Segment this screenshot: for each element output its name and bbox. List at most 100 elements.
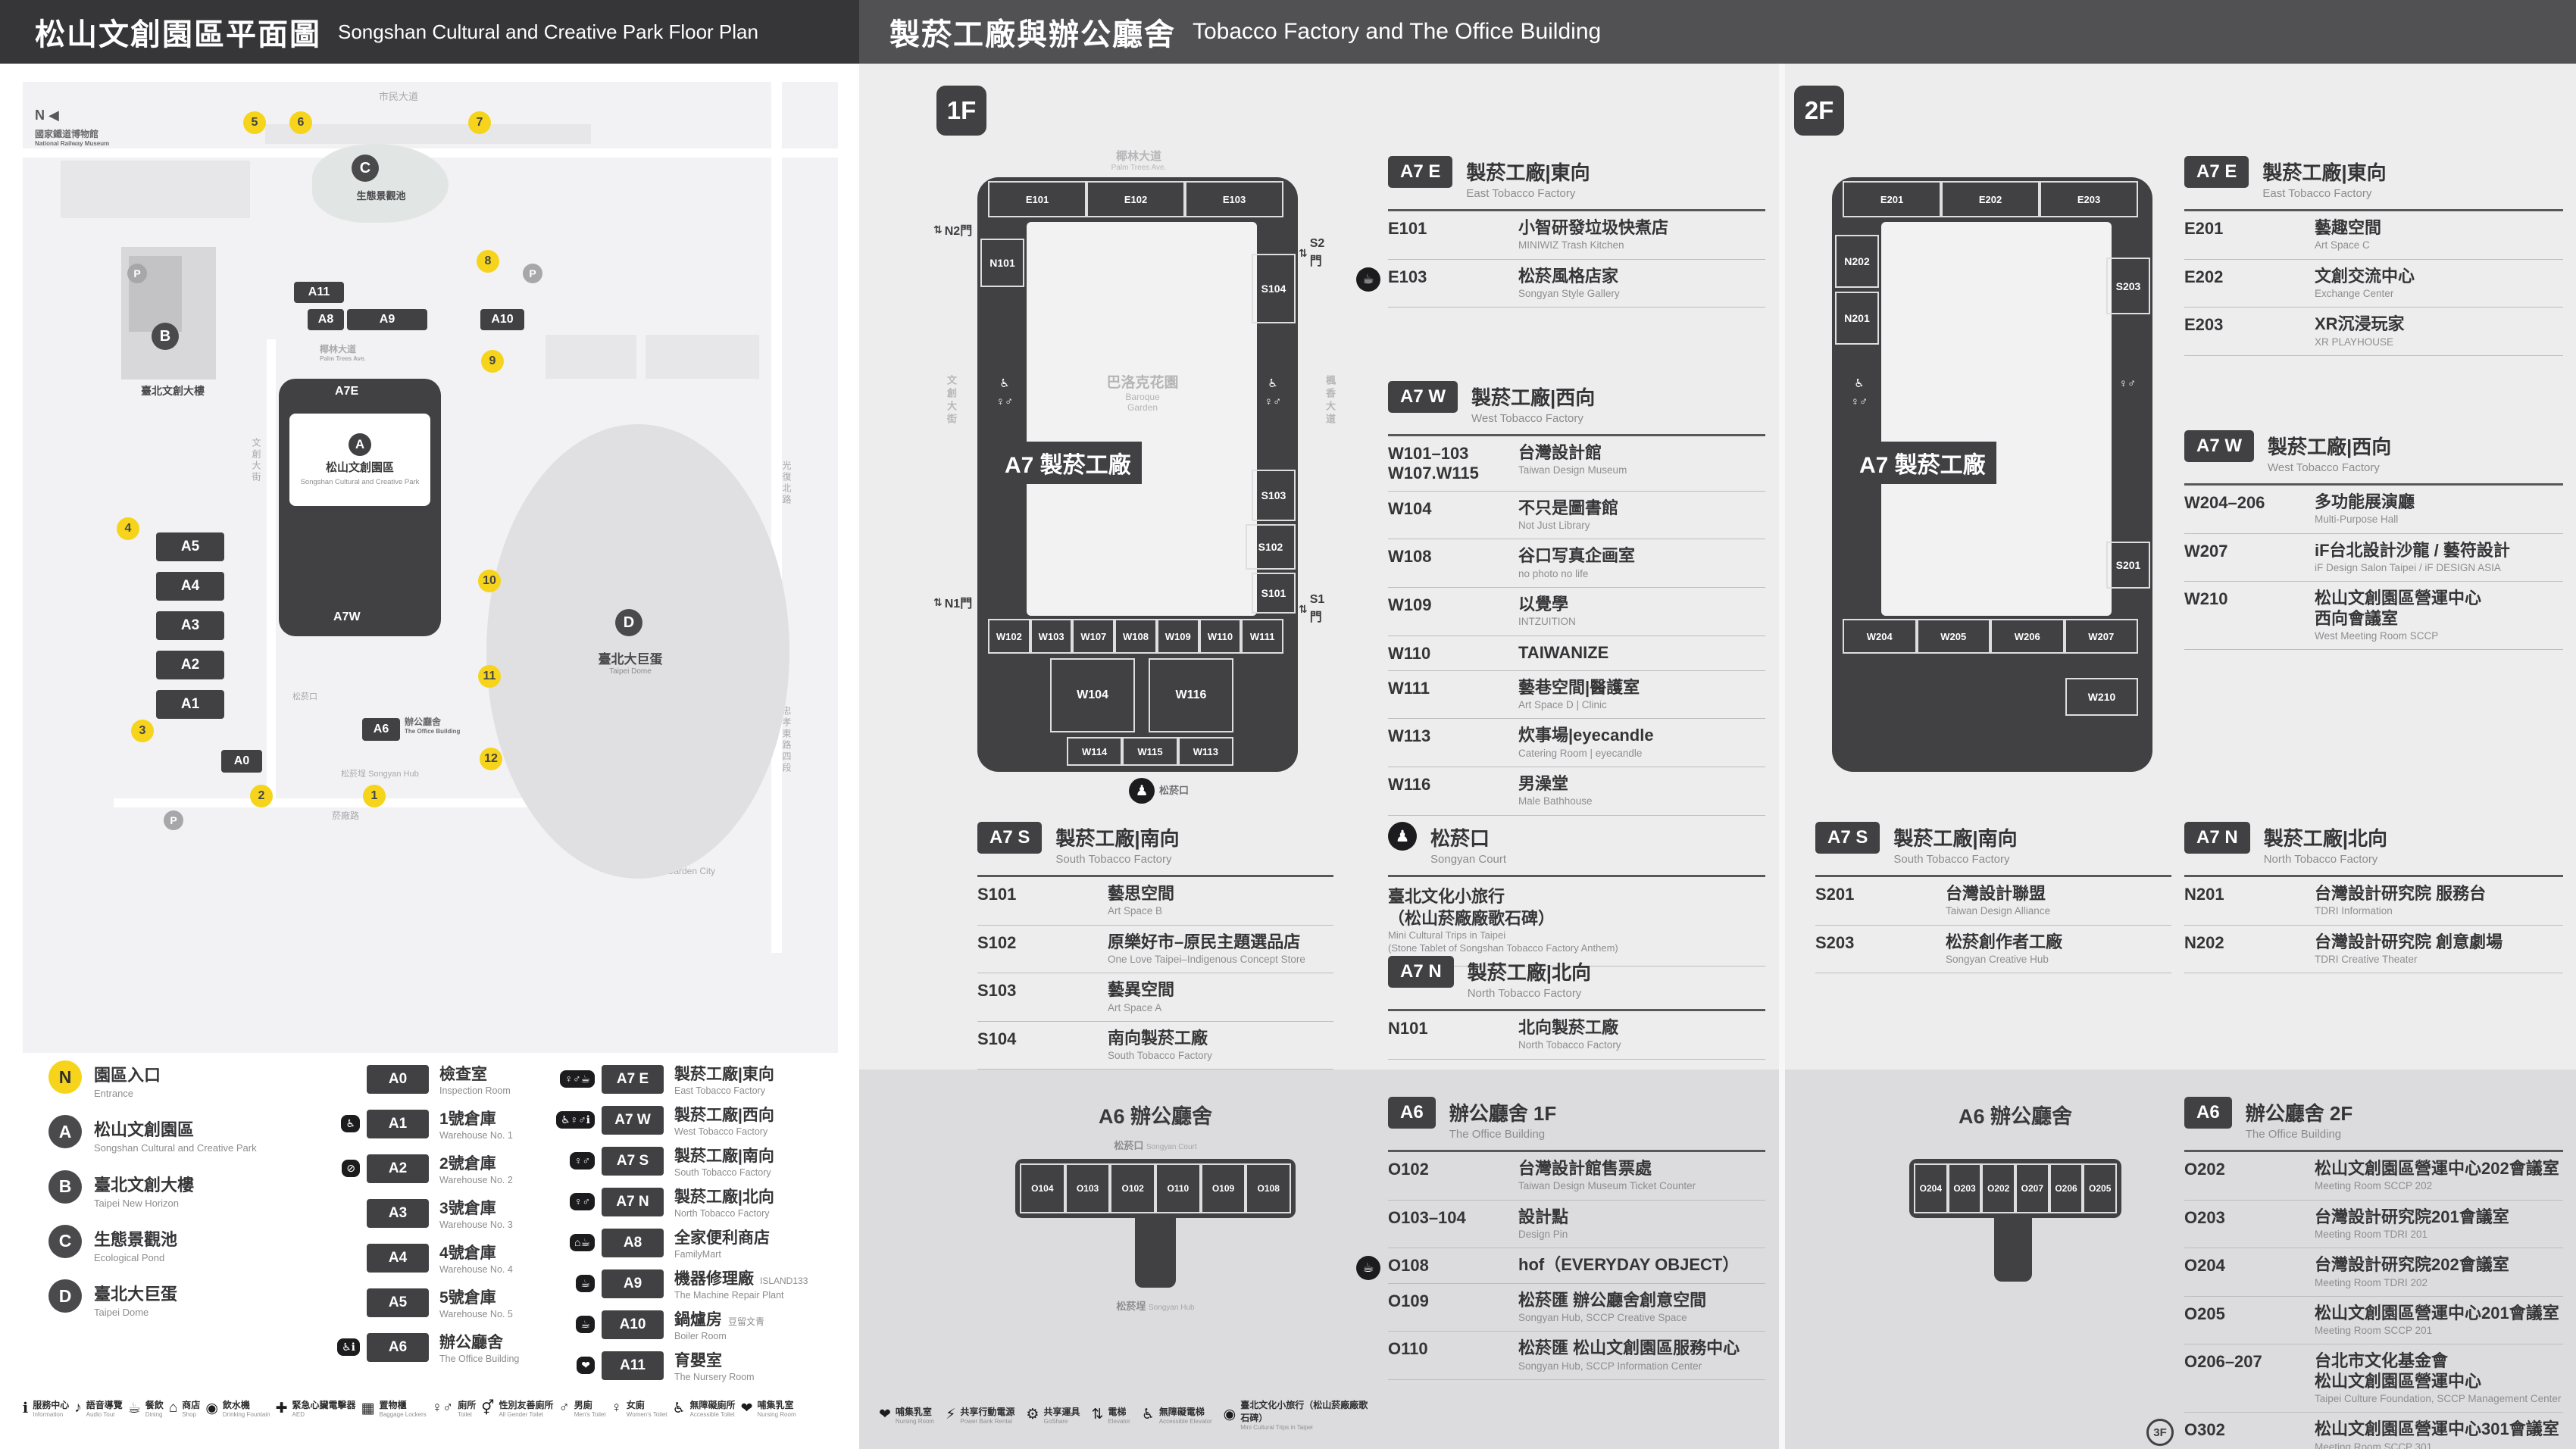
room-name-en: Art Space C — [2315, 239, 2370, 251]
legend-block-row: ♀♂☕ A7 E 製菸工廠|東向 East Tobacco Factory — [552, 1062, 851, 1096]
facility-zh: 無障礙電梯 — [1158, 1406, 1205, 1417]
legend-letter-circle: B — [48, 1170, 82, 1204]
facility-en: Mini Cultural Trips in Taipei — [1240, 1424, 1313, 1431]
legend-zh: 園區入口 — [94, 1066, 161, 1085]
room-name-en: North Tobacco Factory — [1518, 1039, 1621, 1051]
facility-label: 飲水機 Drinking Fountain — [223, 1398, 270, 1418]
songyan-court-label: 松菸口 Songyan Court — [1114, 1140, 1197, 1151]
court-item-zh2: （松山菸廠廠歌石碑） — [1388, 908, 1555, 928]
legend-circle-row: D 臺北大巨蛋 Taipei Dome — [48, 1279, 310, 1319]
room-name: 多功能展演廳 Multi-Purpose Hall — [2315, 492, 2415, 526]
facility-item: ▦ 置物櫃 Baggage Lockers — [361, 1398, 427, 1418]
room-name-zh: 藝巷空間|醫護室 — [1518, 677, 1640, 697]
road-guangfu — [771, 82, 782, 953]
facility-zh: 共享行動電源 — [960, 1406, 1015, 1417]
pin-b-new-horizon: B — [152, 323, 179, 350]
gate-n2: ⇅N2門 — [933, 223, 973, 239]
room-row: N202 台灣設計研究院 創意劇場 TDRI Creative Theater — [2184, 926, 2563, 974]
park-info-box: A 松山文創園區 Songshan Cultural and Creative … — [289, 414, 430, 506]
room-name-zh: 藝趣空間 — [2315, 218, 2382, 237]
legend-zh: 辦公廳舍 — [439, 1334, 503, 1351]
restroom-icons: ♿ ♀♂ — [996, 377, 1014, 408]
legend-text: 園區入口 Entrance — [94, 1060, 161, 1100]
room-name: 松菸匯 松山文創園區服務中心 Songyan Hub, SCCP Informa… — [1518, 1338, 1740, 1372]
room-code: O206–207 — [2184, 1352, 2262, 1372]
map-block-a4: A4 — [156, 572, 224, 601]
map-block — [61, 161, 250, 218]
legend-letter-circle: C — [48, 1224, 82, 1258]
entrance-marker-12: 12 — [480, 748, 502, 770]
legend-blocks-a0-a6: A0 檢查室 Inspection Room ♿ A1 1號倉庫 Warehou… — [317, 1062, 544, 1364]
floor-divider — [1779, 64, 1785, 1449]
facility-label: 性別友善廁所 All Gender Toilet — [499, 1398, 553, 1418]
section-title-en: North Tobacco Factory — [2263, 853, 2378, 866]
legend-icon-slot: ♀♂☕ — [552, 1070, 602, 1088]
legend-note: 豆留文青 — [728, 1316, 765, 1327]
room-name: 台灣設計聯盟 Taiwan Design Alliance — [1946, 884, 2050, 918]
room-name: XR沉浸玩家 XR PLAYHOUSE — [2315, 314, 2405, 348]
room-code: E202 — [2184, 267, 2224, 286]
room-name: 藝趣空間 Art Space C — [2315, 218, 2381, 252]
room-code: E203 — [2184, 315, 2224, 335]
legend-code-badge: A7 W — [602, 1105, 664, 1135]
room-code: N101 — [1388, 1019, 1428, 1038]
room-amenity-icon: ☕ — [1356, 1256, 1380, 1281]
room-name-en: Not Just Library — [1518, 520, 1590, 532]
floorplan-room-cell: W115 — [1122, 737, 1178, 766]
a6-building-bar: O204 O203 O202 O207 O206 O205 — [1909, 1159, 2121, 1218]
floorplan-room-cell: E203 — [2040, 181, 2138, 217]
room-cell-s201: S201 — [2106, 542, 2150, 589]
court-item-zh: 臺北文化小旅行 — [1388, 887, 1505, 906]
facility-en: Nursing Room — [757, 1411, 796, 1418]
floorplan-room-cell: W110 — [1199, 619, 1242, 654]
legend-blocks-a7-a11: ♀♂☕ A7 E 製菸工廠|東向 East Tobacco Factory ♿♀… — [552, 1062, 851, 1382]
facility-label: 無障礙電梯 Accessible Elevator — [1159, 1405, 1212, 1425]
facility-icon: ℹ — [23, 1400, 29, 1416]
entrance-marker-8: 8 — [477, 250, 499, 273]
facility-zh: 語音導覽 — [86, 1400, 123, 1410]
room-code: O109 — [1388, 1291, 1429, 1310]
floorplan-room-cell: W206 — [1990, 619, 2065, 654]
room-name-zh: 松菸創作者工廠 — [1946, 932, 2063, 951]
room-cell-n101: N101 — [980, 239, 1024, 287]
section-title-en: The Office Building — [1449, 1128, 1546, 1141]
room-code: W109 — [1388, 595, 1432, 614]
room-name-en: Songyan Creative Hub — [1946, 953, 2049, 965]
room-name: 台灣設計館 Taiwan Design Museum — [1518, 443, 1627, 477]
room-row: S203 松菸創作者工廠 Songyan Creative Hub — [1815, 926, 2171, 974]
map-block — [646, 335, 759, 379]
room-code: O102 — [1388, 1160, 1429, 1179]
legend-block-row: ☕ A10 鍋爐房豆留文青 Boiler Room — [552, 1307, 851, 1341]
room-name-en: Meeting Room SCCP 201 — [2315, 1325, 2433, 1337]
legend-text: 製菸工廠|北向 North Tobacco Factory — [674, 1185, 774, 1219]
legend-code-badge: A4 — [367, 1243, 429, 1273]
floorplan-room-cell: O103 — [1064, 1163, 1111, 1213]
legend-block-row: ♿ A1 1號倉庫 Warehouse No. 1 — [317, 1107, 544, 1141]
facility-en: Women's Toilet — [626, 1411, 667, 1418]
section-title-en: West Tobacco Factory — [1471, 412, 1583, 425]
street-cultural-blvd: 文創大街 — [251, 438, 261, 483]
legend-block-row: ♿ℹ A6 辦公廳舍 The Office Building — [317, 1330, 544, 1364]
rooms-east-row: E201 E202 E203 — [1843, 181, 2138, 217]
room-row: S201 台灣設計聯盟 Taiwan Design Alliance — [1815, 877, 2171, 926]
facility-item: ℹ 服務中心 Information — [23, 1398, 69, 1418]
legend-en: Entrance — [94, 1088, 134, 1099]
legend-text: 臺北大巨蛋 Taipei Dome — [94, 1279, 177, 1319]
facility-en: Dining — [145, 1411, 163, 1418]
room-name-zh: 台灣設計研究院202會議室 — [2315, 1255, 2509, 1275]
songyan-court-icon: ♟ — [1129, 778, 1155, 804]
room-name: 台灣設計研究院201會議室 Meeting Room TDRI 201 — [2315, 1207, 2509, 1241]
floorplan-room-cell: W207 — [2064, 619, 2138, 654]
map-a7w-label: A7W — [333, 611, 361, 623]
room-name-en: Taiwan Design Museum Ticket Counter — [1518, 1180, 1696, 1192]
legend-zh: 5號倉庫 — [439, 1289, 496, 1307]
facility-icon: ☕ — [127, 1400, 141, 1416]
left-title-en: Songshan Cultural and Creative Park Floo… — [338, 20, 758, 43]
road-cultural-blvd — [267, 339, 276, 807]
facility-item: ⚥ 性別友善廁所 All Gender Toilet — [481, 1398, 553, 1418]
